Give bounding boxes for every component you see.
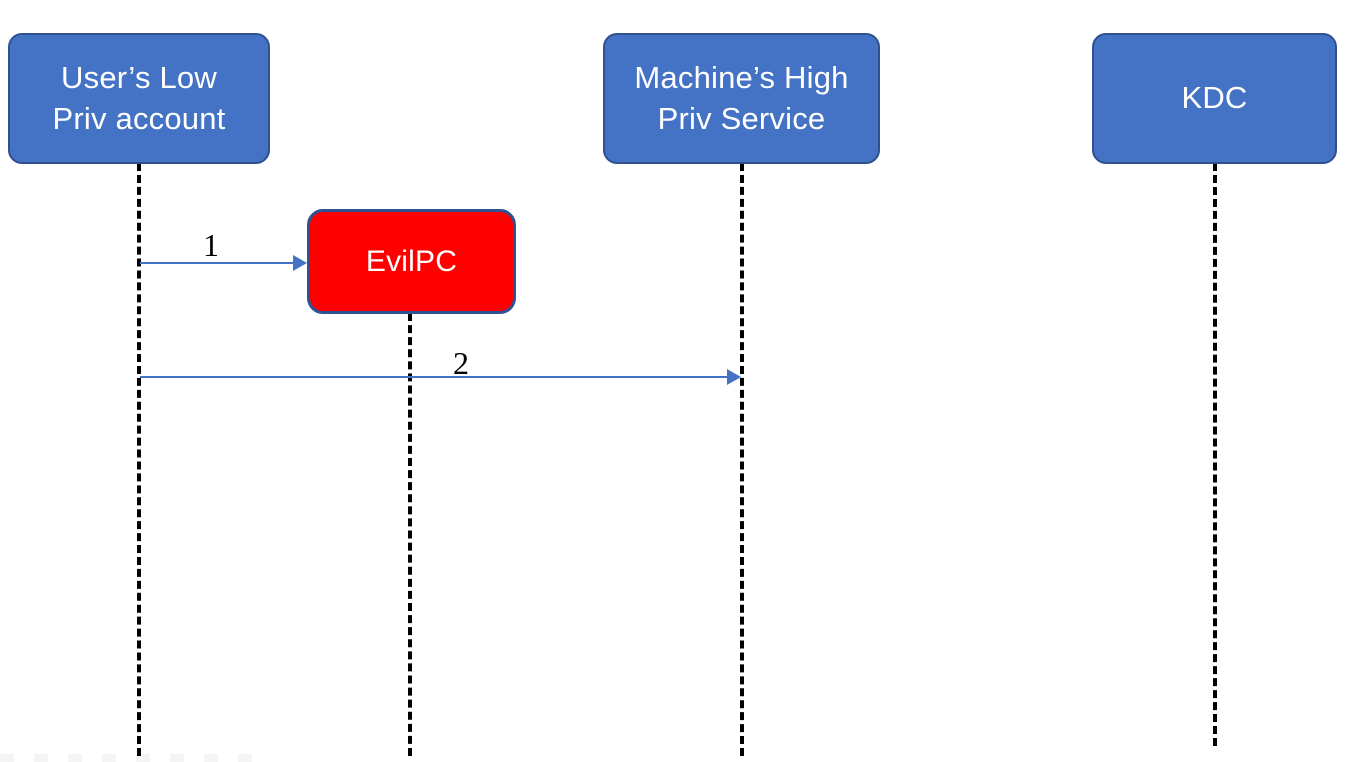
message-2-arrowhead (727, 369, 741, 385)
lifeline-user (137, 163, 141, 756)
message-1-arrowhead (293, 255, 307, 271)
message-1-line (140, 262, 303, 264)
page-edge-artifact (0, 754, 260, 762)
message-2-label: 2 (453, 345, 469, 381)
node-user[interactable]: User’s Low Priv account (8, 33, 270, 164)
node-machine[interactable]: Machine’s High Priv Service (603, 33, 880, 164)
node-evilpc[interactable]: EvilPC (307, 209, 516, 314)
lifeline-evilpc (408, 313, 412, 756)
node-kdc[interactable]: KDC (1092, 33, 1337, 164)
lifeline-kdc (1213, 163, 1217, 746)
message-2-line (140, 376, 735, 378)
message-1-label: 1 (203, 227, 219, 263)
lifeline-machine (740, 163, 744, 756)
